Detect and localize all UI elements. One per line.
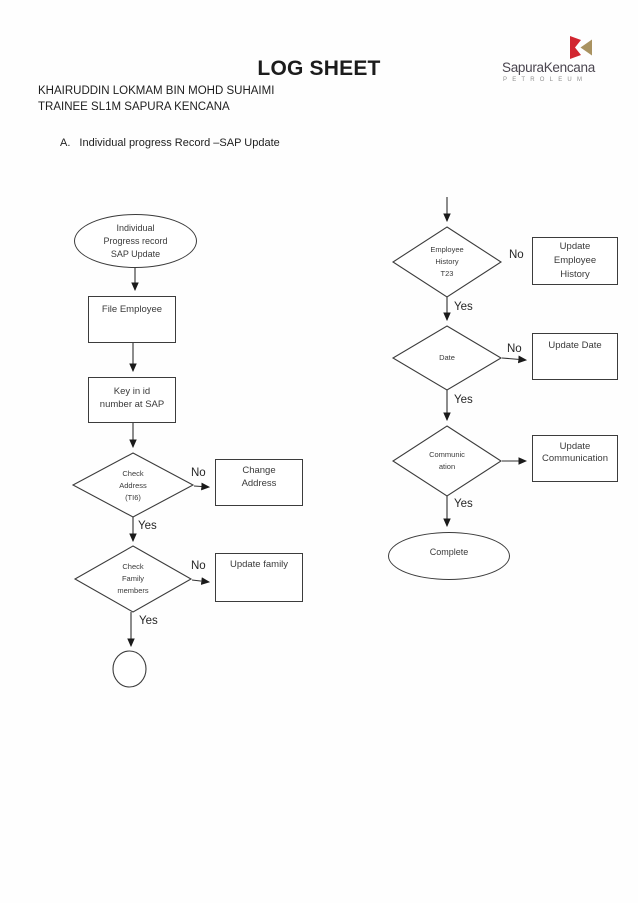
edge-label-yes-date: Yes — [454, 394, 473, 406]
section-label: A. — [60, 137, 71, 149]
decision-date-outline — [391, 325, 503, 391]
update-employee-history-label: Update Employee History — [553, 241, 597, 280]
start-terminator-label: Individual Progress record SAP Update — [103, 222, 168, 259]
node-complete-terminator: Complete — [388, 532, 510, 580]
update-family-label: Update family — [229, 559, 289, 570]
author-name-line: KHAIRUDDIN LOKMAM BIN MOHD SUHAIMI — [38, 85, 275, 97]
key-in-id-label: Key in id number at SAP — [99, 386, 165, 410]
edge-label-yes-check-family: Yes — [139, 615, 158, 627]
logo-brand-text: SapuraKencana — [502, 60, 595, 75]
node-update-employee-history: Update Employee History — [532, 237, 618, 285]
decision-check-family-outline — [73, 545, 193, 613]
complete-label: Complete — [429, 546, 469, 557]
node-change-address: Change Address — [215, 459, 303, 506]
edge-label-yes-communication: Yes — [454, 498, 473, 510]
edge-label-no-check-family: No — [191, 560, 206, 572]
decision-employee-history-outline — [391, 226, 503, 298]
node-update-date: Update Date — [532, 333, 618, 380]
section-heading: A. Individual progress Record –SAP Update — [60, 137, 280, 149]
change-address-label: Change Address — [241, 465, 277, 489]
sapurakencana-logo-icon — [570, 36, 592, 59]
node-file-employee: File Employee — [88, 296, 176, 343]
end-circle-terminator — [112, 650, 147, 688]
node-update-communication: Update Communication — [532, 435, 618, 482]
logo-red-sail-shape — [570, 36, 581, 59]
logo-subtitle-text: PETROLEUM — [503, 77, 588, 83]
edge-label-yes-employee-history: Yes — [454, 301, 473, 313]
file-employee-label: File Employee — [101, 304, 163, 315]
connector-no-to-update-date — [501, 355, 528, 364]
logo-gold-triangle-shape — [580, 39, 592, 56]
edge-label-no-date: No — [507, 343, 522, 355]
author-role-line: TRAINEE SL1M SAPURA KENCANA — [38, 101, 230, 113]
company-logo: SapuraKencana PETROLEUM — [502, 34, 596, 86]
section-title: Individual progress Record –SAP Update — [79, 137, 280, 149]
edge-label-yes-check-address: Yes — [138, 520, 157, 532]
edge-label-no-employee-history: No — [509, 249, 524, 261]
node-update-family: Update family — [215, 553, 303, 602]
page-title: LOG SHEET — [257, 57, 381, 80]
decision-check-address-outline — [71, 452, 195, 518]
connector-no-to-change-address — [193, 482, 211, 491]
update-date-label: Update Date — [548, 340, 602, 351]
node-start-terminator: Individual Progress record SAP Update — [74, 214, 197, 268]
decision-communication-outline — [391, 425, 503, 497]
update-communication-label: Update Communication — [542, 441, 608, 464]
edge-label-no-check-address: No — [191, 467, 206, 479]
node-key-in-id: Key in id number at SAP — [88, 377, 176, 423]
author-block: KHAIRUDDIN LOKMAM BIN MOHD SUHAIMI TRAIN… — [38, 83, 274, 115]
connector-no-to-update-family — [191, 577, 211, 585]
